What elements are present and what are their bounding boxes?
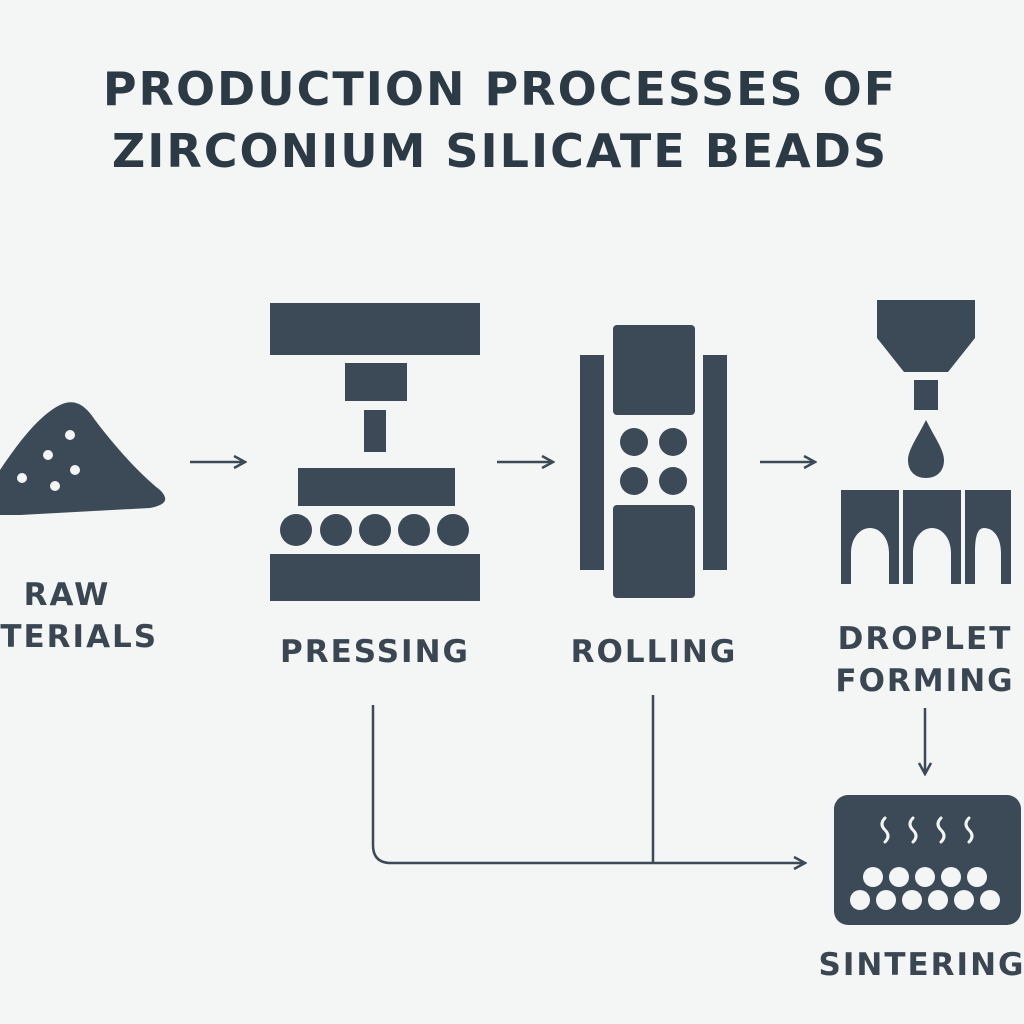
sintering-furnace-icon (834, 795, 1021, 925)
raw-materials-pile-icon (0, 402, 166, 515)
title-line-2: ZIRCONIUM SILICATE BEADS (111, 124, 889, 178)
droplet-nozzle-icon (841, 300, 1011, 584)
pressing-label: PRESSING (280, 634, 470, 670)
raw-materials-label-line-1: RAW (24, 577, 111, 613)
droplet-forming-label-line-1: DROPLET (838, 621, 1013, 657)
title-line-1: PRODUCTION PROCESSES OF (102, 62, 898, 116)
rolling-label: ROLLING (571, 634, 738, 670)
roller-icon (580, 325, 727, 598)
connector-pressing-to-sintering (371, 705, 805, 863)
press-icon (270, 303, 480, 601)
raw-materials-label-line-2: RTERIALS (0, 619, 158, 655)
droplet-forming-label-line-2: FORMING (835, 663, 1014, 699)
sintering-label: SINTERING (819, 947, 1024, 983)
diagram-title: PRODUCTION PROCESSES OF ZIRCONIUM SILICA… (0, 58, 1000, 182)
